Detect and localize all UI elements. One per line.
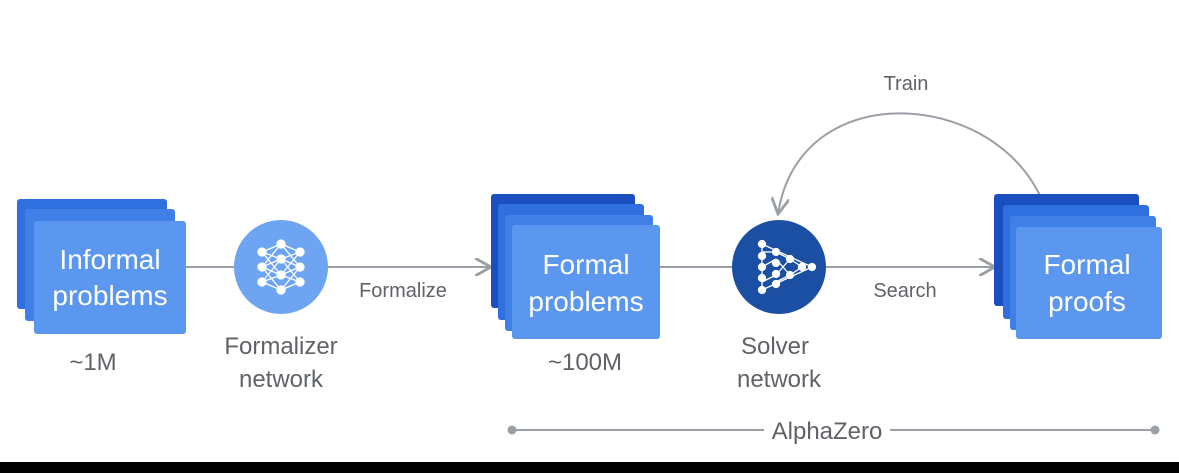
formalizer-label-line2: network [239,366,324,393]
bracket-endpoint-right [1150,425,1160,435]
bracket-endpoint-left [507,425,517,435]
train-edge-label: Train [884,73,929,95]
informal-problems-label-line2: problems [52,280,167,311]
formalizer-label-line1: Formalizer [224,333,337,360]
bottom-border [0,462,1179,473]
formalizer-circle [234,220,328,314]
formal-problems-label-line2: problems [528,286,643,317]
solver-circle [732,220,826,314]
stack-card-front [512,225,660,339]
informal-problems-label-line1: Informal [59,244,160,275]
stack-card-front [34,221,186,334]
stack-card-front [1016,227,1162,339]
formalize-edge-label: Formalize [359,280,447,302]
informal-problems-count: ~1M [69,349,116,376]
formal-proofs-label-line2: proofs [1048,286,1126,317]
solver-label-line2: network [737,366,822,393]
alphazero-label: AlphaZero [772,418,883,445]
formal-proofs-label-line1: Formal [1043,249,1130,280]
formal-problems-count: ~100M [548,349,622,376]
formal-problems-label-line1: Formal [542,249,629,280]
solver-label-line1: Solver [741,333,809,360]
informal-problems-stack: Informal problems [17,199,186,334]
arrow-train [778,112,1048,214]
formal-problems-stack: Formal problems [491,194,660,339]
alphazero-bracket: AlphaZero [507,418,1160,445]
neural-network-icon [257,239,305,295]
formal-proofs-stack: Formal proofs [994,194,1162,339]
solver-network-node [732,220,826,314]
formalizer-network-node [234,220,328,314]
search-edge-label: Search [873,280,936,302]
neural-network-play-icon [757,239,817,295]
